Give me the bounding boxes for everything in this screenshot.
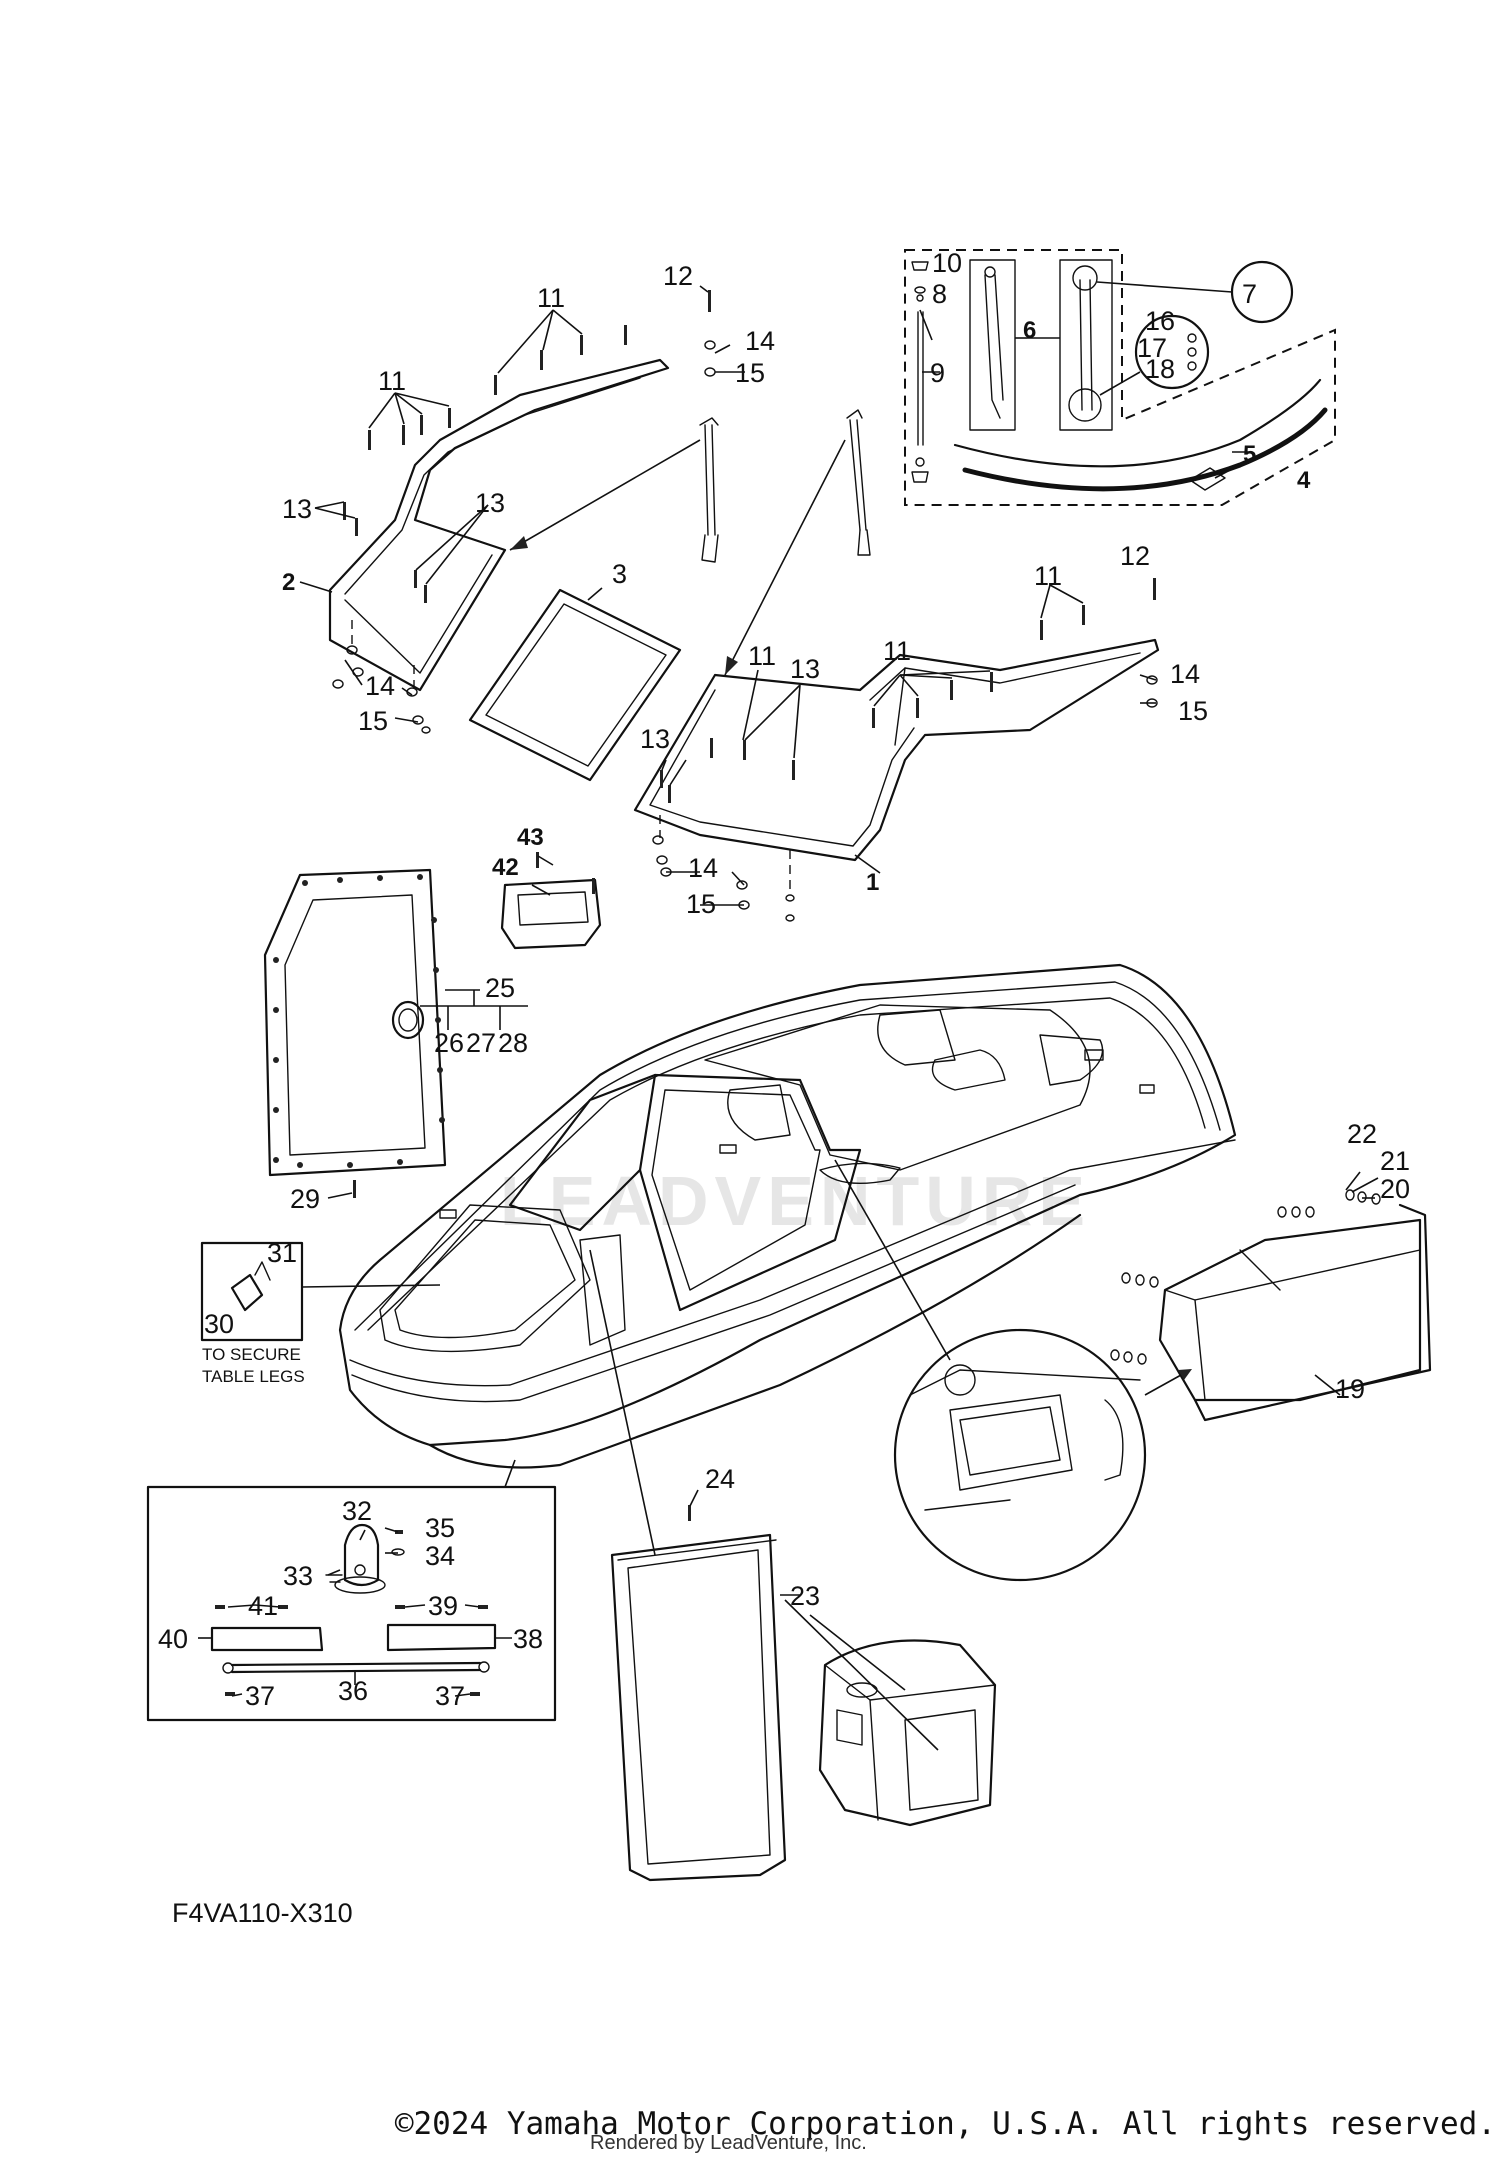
callout-2: 2 (282, 569, 295, 596)
callout-23: 23 (790, 1581, 820, 1611)
callout-11a: 11 (537, 283, 565, 313)
part-25-door-panel (263, 868, 480, 1198)
diagram-code: F4VA110-X310 (172, 1898, 353, 1928)
callout-24: 24 (705, 1464, 735, 1494)
callout-25: 25 (485, 973, 515, 1003)
callout-11d: 11 (748, 641, 776, 671)
callout-31: 31 (267, 1238, 297, 1268)
callout-38: 38 (513, 1624, 543, 1654)
copyright-notice: ©2024 Yamaha Motor Corporation, U.S.A. A… (394, 2106, 1496, 2142)
note-line-2: TABLE LEGS (202, 1367, 305, 1386)
callout-14b: 14 (365, 671, 395, 701)
kit-box-4 (904, 249, 1336, 506)
callout-28: 28 (498, 1028, 528, 1058)
callout-29: 29 (290, 1184, 320, 1214)
callout-11e: 11 (883, 636, 911, 666)
callout-10: 10 (932, 248, 962, 278)
callout-13c: 13 (790, 654, 820, 684)
callout-21: 21 (1380, 1146, 1410, 1176)
callout-13d: 13 (640, 724, 670, 754)
callout-13b: 13 (475, 488, 505, 518)
part-3-center-windshield (468, 588, 682, 782)
watermark: LEADVENTURE (500, 1162, 1091, 1240)
callout-22: 22 (1347, 1119, 1377, 1149)
part-42-cup-holder (500, 852, 602, 950)
callout-37a: 37 (245, 1681, 275, 1711)
callout-19: 19 (1335, 1374, 1365, 1404)
callout-26: 26 (434, 1028, 464, 1058)
callout-15a: 15 (735, 358, 765, 388)
callout-15b: 15 (358, 706, 388, 736)
callout-3: 3 (612, 559, 627, 589)
part-23-door (610, 1505, 800, 1882)
callout-20: 20 (1380, 1174, 1410, 1204)
boat-hull (338, 963, 1237, 1556)
callout-16: 16 (1145, 306, 1175, 336)
callout-9: 9 (930, 358, 945, 388)
callout-18: 18 (1145, 354, 1175, 384)
callout-36: 36 (338, 1676, 368, 1706)
callout-42: 42 (492, 854, 519, 881)
part-19-storage-box (1110, 1189, 1432, 1422)
callout-15d: 15 (686, 889, 716, 919)
note-line-1: TO SECURE (202, 1345, 301, 1364)
label-leaders (198, 285, 1379, 1697)
callout-17: 17 (1137, 333, 1167, 363)
callout-6: 6 (1023, 317, 1036, 344)
inset-table-hardware (146, 1459, 557, 1722)
callout-11c: 11 (1034, 561, 1062, 591)
callout-14a: 14 (745, 326, 775, 356)
callout-1: 1 (866, 869, 879, 896)
callout-7: 7 (1242, 279, 1257, 309)
callout-5: 5 (1243, 441, 1256, 468)
callout-40: 40 (158, 1624, 188, 1654)
callout-35: 35 (425, 1513, 455, 1543)
callout-27: 27 (466, 1028, 496, 1058)
callout-30: 30 (204, 1309, 234, 1339)
callout-15c: 15 (1178, 696, 1208, 726)
callout-12a: 12 (663, 261, 693, 291)
callout-8: 8 (932, 279, 947, 309)
rendered-by-note: Rendered by LeadVenture, Inc. (590, 2132, 867, 2154)
part-1-right-windshield (633, 638, 1160, 862)
callout-14c: 14 (1170, 659, 1200, 689)
console-box (784, 1599, 997, 1827)
callout-39: 39 (428, 1591, 458, 1621)
detail-magnifier (834, 1159, 1192, 1582)
callout-33: 33 (283, 1561, 313, 1591)
callout-labels: 1 2 3 4 5 6 7 8 9 10 11 11 11 11 11 12 1… (158, 248, 1410, 1711)
windshield-support-rods (509, 409, 871, 676)
callout-37b: 37 (435, 1681, 465, 1711)
callout-4: 4 (1297, 467, 1311, 494)
callout-41: 41 (248, 1591, 278, 1621)
callout-43: 43 (517, 824, 544, 851)
windshield-fasteners (332, 290, 1158, 922)
callout-12b: 12 (1120, 541, 1150, 571)
part-2-left-windshield (328, 358, 670, 692)
callout-14d: 14 (688, 853, 718, 883)
callout-11b: 11 (378, 366, 406, 396)
callout-32: 32 (342, 1496, 372, 1526)
callout-34: 34 (425, 1541, 455, 1571)
inset-30-31 (200, 1241, 441, 1342)
callout-13a: 13 (282, 494, 312, 524)
